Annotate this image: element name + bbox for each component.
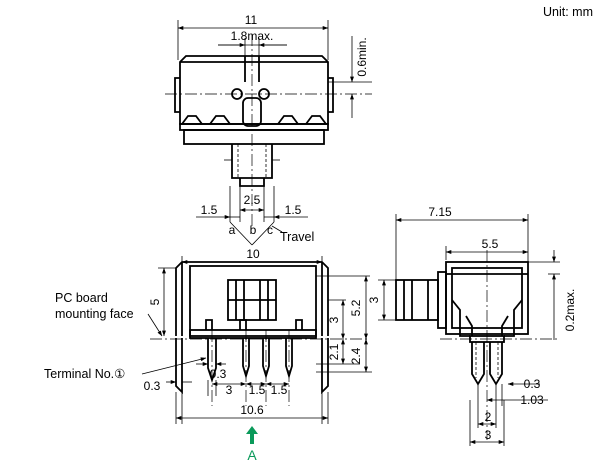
- dim-window-3: 3: [327, 316, 341, 323]
- pos-c: c: [267, 223, 273, 237]
- top-view: 11 1.8max. 0.6min.: [165, 13, 372, 246]
- dim-term-thick: 0.3: [524, 377, 541, 391]
- pos-b: b: [250, 223, 257, 237]
- dim-lever-min: 0.6min.: [355, 37, 369, 76]
- dim-spacing-2: 2: [485, 410, 492, 424]
- dim-depth-5-5: 5.5: [482, 237, 499, 251]
- dim-term-0-3a: 0.3: [144, 379, 161, 393]
- dim-travel-right: 1.5: [285, 203, 302, 217]
- dim-total-5-2: 5.2: [349, 299, 363, 316]
- terminal-label: Terminal No.①: [44, 367, 125, 381]
- pcb-label-line1: PC board: [55, 291, 108, 305]
- dim-overall-10-6: 10.6: [240, 403, 264, 417]
- dim-term-0-3b: 0.3: [210, 367, 227, 381]
- dim-pitch-1-5a: 1.5: [249, 383, 266, 397]
- dim-height-5: 5: [148, 298, 162, 305]
- dim-gap-max: 0.2max.: [563, 289, 577, 332]
- dim-pitch-1-5b: 1.5: [271, 383, 288, 397]
- unit-label: Unit: mm: [543, 5, 593, 19]
- pcb-label-line2: mounting face: [55, 307, 134, 321]
- top-body-outline: [179, 55, 329, 125]
- dim-width-11: 11: [245, 13, 258, 27]
- front-frame: [175, 261, 329, 336]
- dim-knob-3: 3: [367, 296, 381, 303]
- dim-spacing-3: 3: [485, 428, 492, 442]
- pos-a: a: [229, 223, 236, 237]
- travel-label: Travel: [280, 230, 314, 244]
- dim-term-offset: 1.03: [520, 393, 544, 407]
- side-view: 7.15 5.5 3: [367, 205, 577, 446]
- dim-pitch-3: 3: [226, 383, 233, 397]
- view-a-label: A: [247, 447, 257, 463]
- dim-body-10: 10: [246, 247, 260, 261]
- side-knob: [395, 279, 439, 321]
- dim-pitch-2-5: 2.5: [244, 193, 261, 207]
- dim-overall-7-15: 7.15: [428, 205, 452, 219]
- arrow-up-icon: [246, 426, 258, 444]
- front-view: 10 5 PC: [44, 247, 372, 463]
- dim-travel-left: 1.5: [201, 203, 218, 217]
- dim-term-2-4: 2.4: [349, 347, 363, 364]
- dim-term-2-1: 2.1: [327, 343, 341, 360]
